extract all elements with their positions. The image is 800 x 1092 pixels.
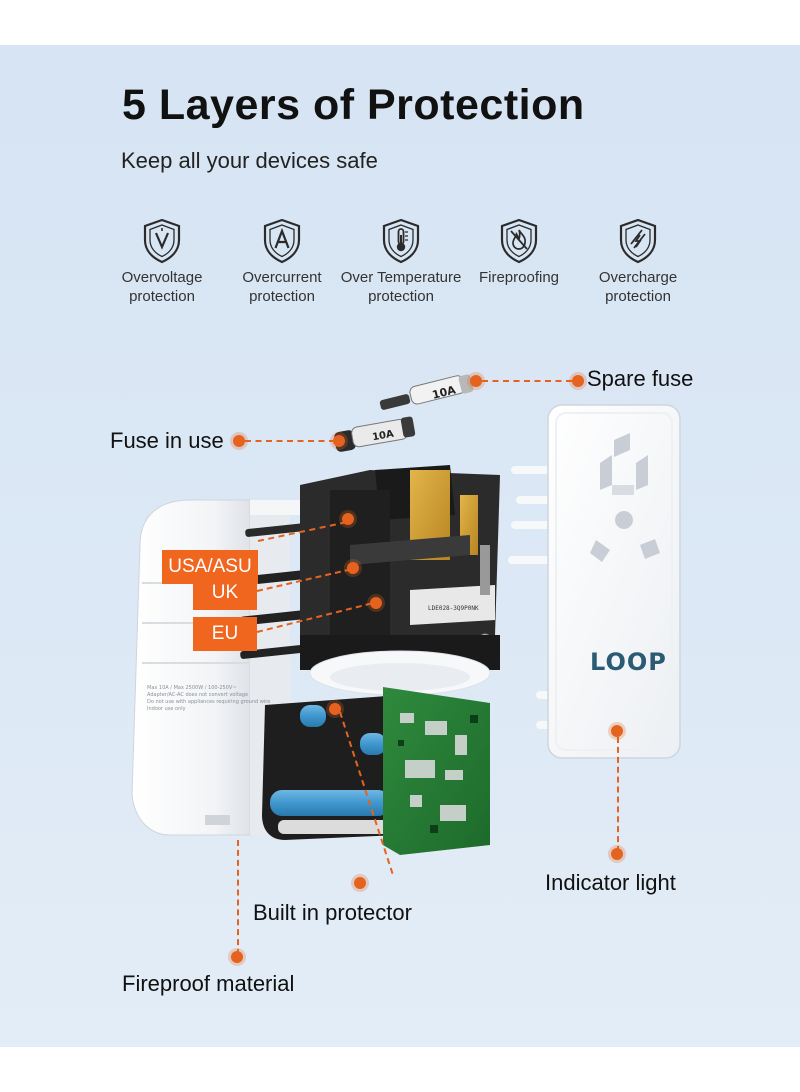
eu-plug-marker <box>370 597 382 609</box>
indicator-light-marker-end <box>611 848 623 860</box>
feature-label: Overcharge protection <box>598 269 678 305</box>
internal-electronics <box>262 687 490 855</box>
fireproof-marker <box>231 951 243 963</box>
usa-plug-marker <box>342 513 354 525</box>
feature-overcharge: Overcharge protection <box>568 218 708 306</box>
current-shield-icon <box>263 218 301 264</box>
svg-text:Do not use with appliances req: Do not use with appliances requiring gro… <box>147 699 270 705</box>
feature-fireproofing: Fireproofing <box>449 218 589 287</box>
svg-text:Indoor use only: Indoor use only <box>147 706 186 712</box>
charge-shield-icon <box>619 218 657 264</box>
brand-logo: LOOP <box>590 648 667 676</box>
adapter-exploded-illustration: Max 10A / Max 2500W / 100-250V~ Adapter/… <box>131 374 681 855</box>
fire-shield-icon <box>500 218 538 264</box>
fuse-in-use: 10A <box>334 416 416 452</box>
fireproof-material-label: Fireproof material <box>122 971 295 996</box>
indicator-light-label: Indicator light <box>545 870 676 895</box>
fuse-in-use-rating: 10A <box>371 429 394 444</box>
feature-label: Overvoltage protection <box>121 269 203 305</box>
feature-label: Fireproofing <box>478 269 560 286</box>
plug-tag-eu: EU <box>193 617 257 651</box>
fireproof-leader <box>237 840 239 955</box>
spare-fuse: 10A <box>379 374 474 410</box>
page-subtitle: Keep all your devices safe <box>121 148 378 173</box>
svg-text:Adapter/AC-AC does not convert: Adapter/AC-AC does not convert voltage <box>147 692 248 698</box>
svg-text:LDE028-3Q9P0NK: LDE028-3Q9P0NK <box>428 605 479 612</box>
feature-overvoltage: Overvoltage protection <box>92 218 232 306</box>
fuse-in-use-label: Fuse in use <box>110 428 224 453</box>
voltage-shield-icon <box>143 218 181 264</box>
infographic-panel: 5 Layers of Protection Keep all your dev… <box>0 45 800 1047</box>
page-title: 5 Layers of Protection <box>122 81 585 129</box>
spare-fuse-marker <box>470 375 482 387</box>
fuse-in-use-marker <box>333 435 345 447</box>
spare-fuse-label: Spare fuse <box>587 366 694 391</box>
svg-text:Max 10A / Max 2500W / 100-250V: Max 10A / Max 2500W / 100-250V~ <box>147 685 237 691</box>
uk-plug-marker <box>347 562 359 574</box>
fuse-in-use-marker-start <box>233 435 245 447</box>
feature-overcurrent: Overcurrent protection <box>212 218 352 306</box>
spare-fuse-rating: 10A <box>431 383 458 401</box>
feature-label: Over Temperature protection <box>340 269 462 305</box>
feature-label: Overcurrent protection <box>242 269 322 305</box>
indicator-light-leader <box>617 737 619 852</box>
built-in-protector-label: Built in protector <box>253 900 412 925</box>
protector-marker <box>329 703 341 715</box>
feature-over-temperature: Over Temperature protection <box>331 218 471 306</box>
plug-mechanism: LDE028-3Q9P0NK <box>300 465 500 670</box>
spare-fuse-marker-end <box>572 375 584 387</box>
fuse-in-use-leader <box>245 440 335 442</box>
protector-marker-end <box>354 877 366 889</box>
indicator-light-marker <box>611 725 623 737</box>
thermometer-shield-icon <box>382 218 420 264</box>
socket-faceplate: LOOP <box>508 404 681 759</box>
plug-tag-uk: UK <box>193 576 257 610</box>
spare-fuse-leader <box>482 380 572 382</box>
